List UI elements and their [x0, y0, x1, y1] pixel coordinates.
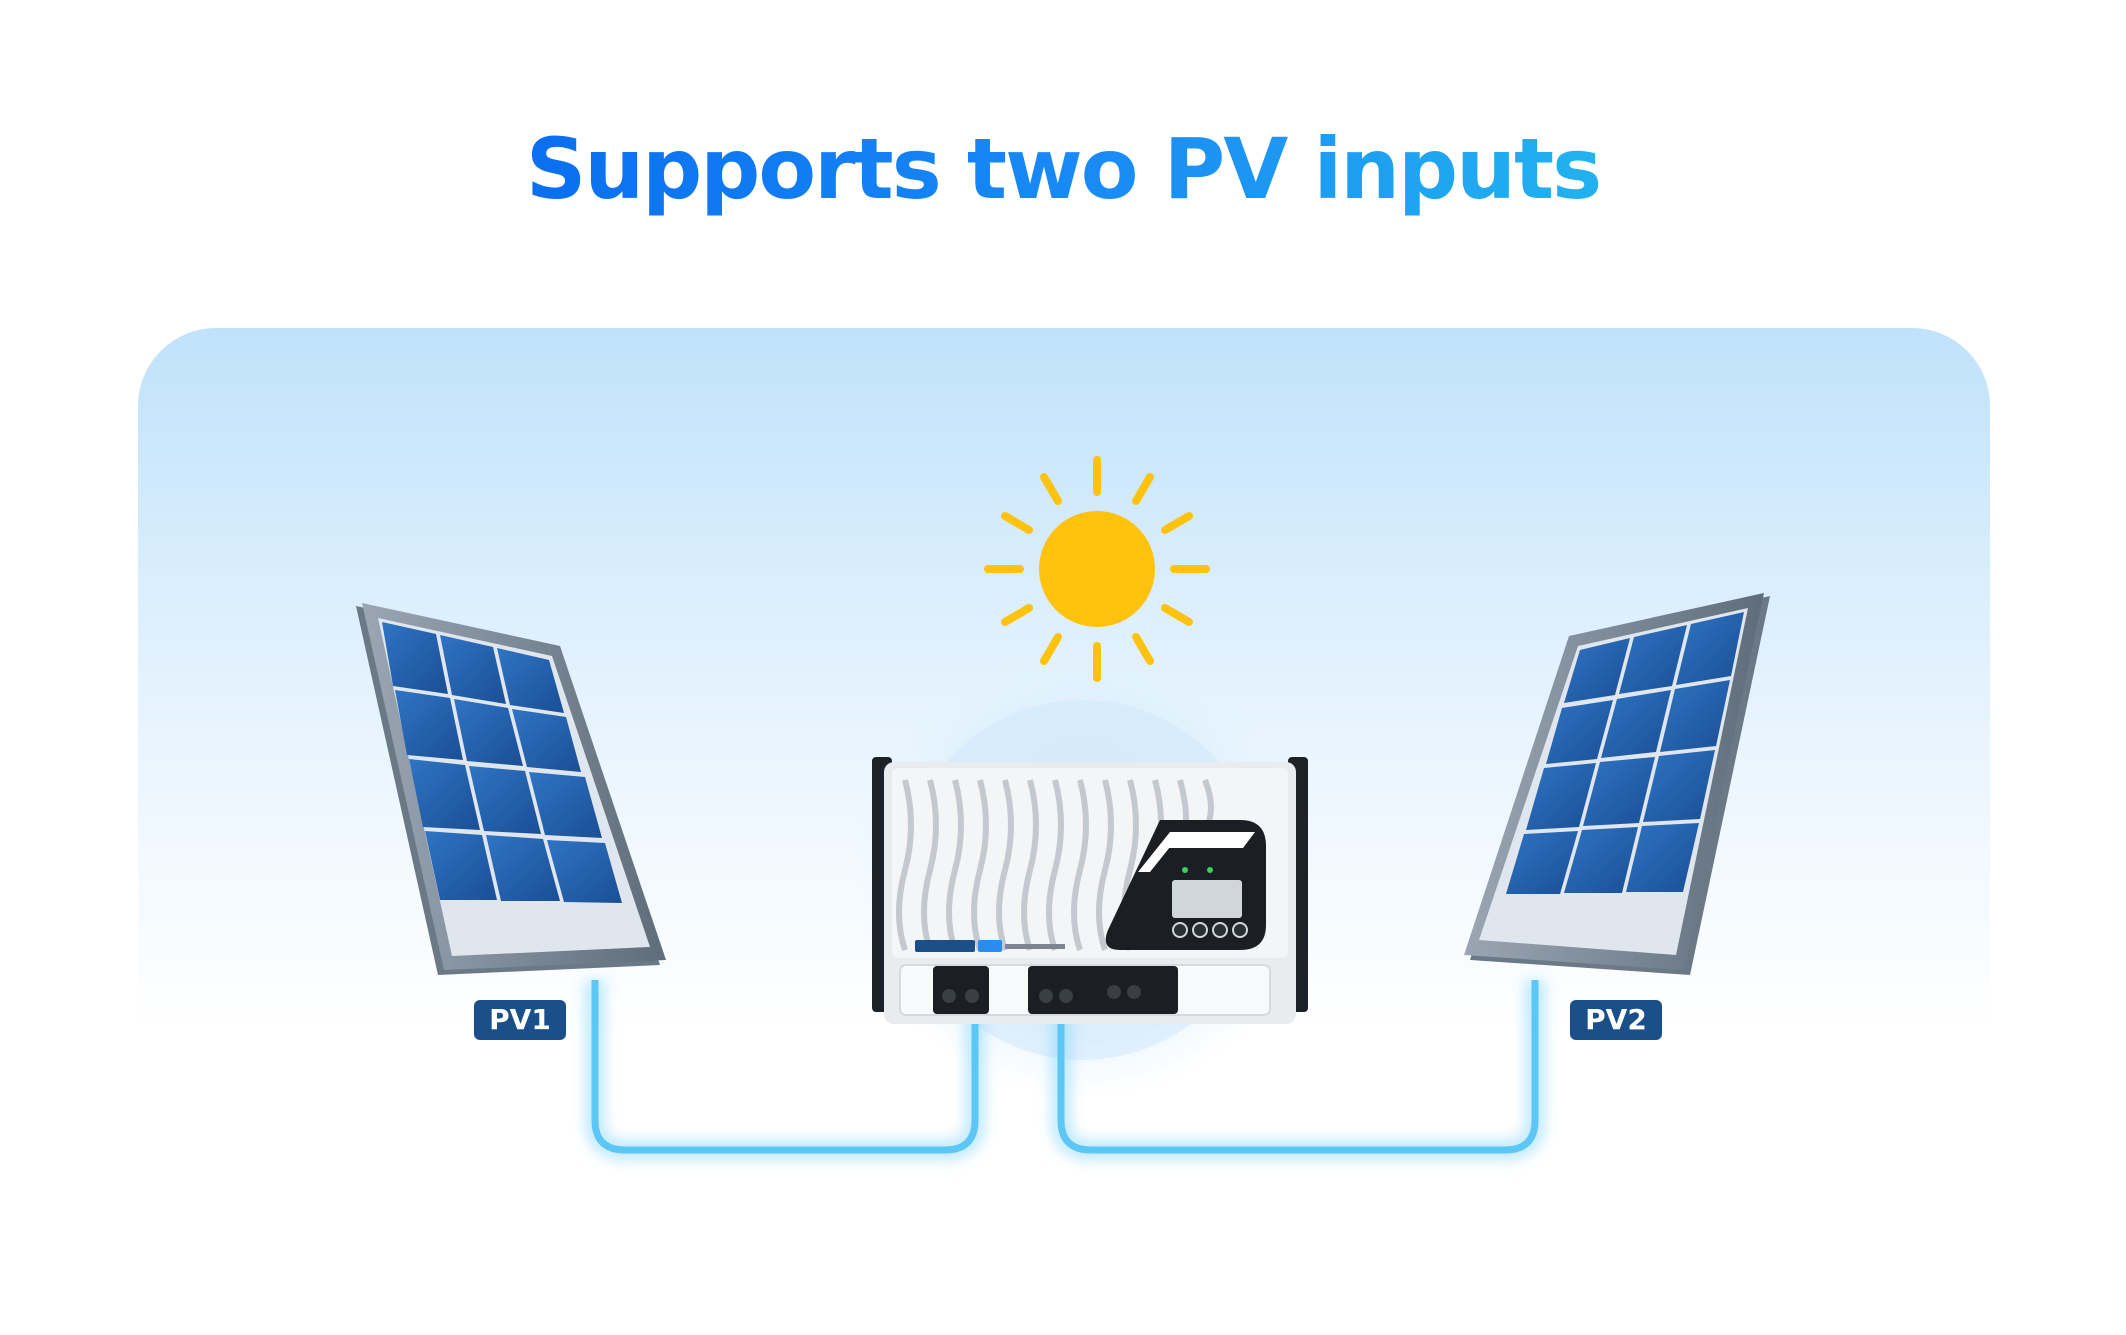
- solar-panel-icon: [356, 603, 666, 975]
- charge-controller-icon: [872, 757, 1308, 1024]
- pv1-label: PV1: [474, 1000, 566, 1040]
- sun-icon: [984, 456, 1210, 682]
- page-title: Supports two PV inputs: [525, 120, 1602, 218]
- cable-pv2: [1050, 980, 1546, 1161]
- cable-pv1: [584, 980, 986, 1161]
- solar-panel-icon: [1464, 593, 1770, 975]
- pv2-label: PV2: [1570, 1000, 1662, 1040]
